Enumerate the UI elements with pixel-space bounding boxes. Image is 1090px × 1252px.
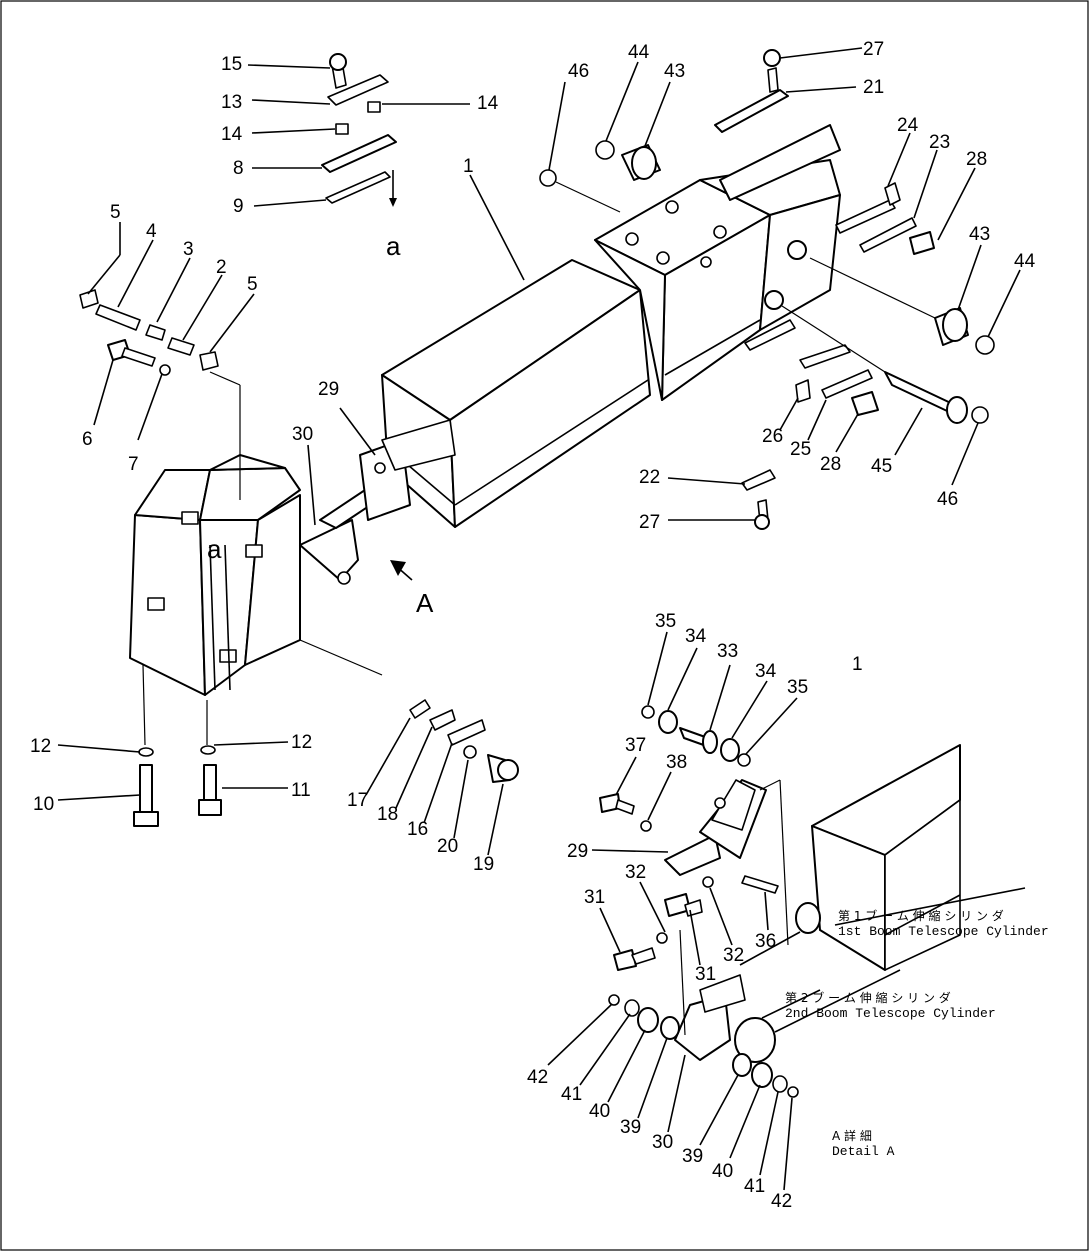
callout-35-right: 35: [787, 677, 808, 698]
callout-34-right: 34: [755, 661, 777, 682]
boom-base-bracket: [129, 454, 301, 696]
callout-22: 22: [639, 467, 660, 488]
callout-5-right: 5: [247, 274, 258, 295]
detail-a-jp-label: A 詳 細: [832, 1128, 872, 1143]
cylinder-2-jp-label: 第 2 ブ ー ム 伸 縮 シ リ ン ダ: [785, 990, 951, 1005]
boom-head-block: [594, 124, 841, 401]
callout-1-main: 1: [463, 156, 474, 177]
slide-pad-stack-lower: [299, 639, 519, 783]
callout-31-upper: 31: [584, 887, 605, 908]
callout-16: 16: [407, 819, 428, 840]
callout-45: 45: [871, 456, 892, 477]
callout-13: 13: [221, 92, 242, 113]
callout-21: 21: [863, 77, 884, 98]
callout-32-upper: 32: [625, 862, 646, 883]
callout-27-top: 27: [863, 39, 884, 60]
cylinder-1-en-label: 1st Boom Telescope Cylinder: [838, 924, 1049, 939]
callout-14-left: 14: [221, 124, 243, 145]
callout-35-left: 35: [655, 611, 676, 632]
callout-41-right: 41: [744, 1176, 765, 1197]
callout-15: 15: [221, 54, 242, 75]
callout-32-lower: 32: [723, 945, 744, 966]
label-a-upper: a: [386, 231, 401, 261]
callout-38: 38: [666, 752, 687, 773]
callout-19: 19: [473, 854, 494, 875]
bracket-pin-set: [79, 289, 241, 500]
callout-44-right: 44: [1014, 251, 1036, 272]
label-A-arrow: A: [416, 588, 434, 618]
callout-46-right: 46: [937, 489, 958, 510]
callout-46-top: 46: [568, 61, 589, 82]
callout-12-left: 12: [30, 736, 51, 757]
detail-a-boom-section: [811, 744, 961, 971]
slide-pad-stack-upper: [321, 53, 397, 207]
callout-43-top: 43: [664, 61, 685, 82]
callout-2: 2: [216, 257, 227, 278]
callout-8: 8: [233, 158, 244, 179]
detail-a-cylinder-heads: [734, 887, 1026, 1063]
callout-34-left: 34: [685, 626, 707, 647]
callout-40-left: 40: [589, 1101, 610, 1122]
annotation-text: 第 1 ブ ー ム 伸 縮 シ リ ン ダ 1st Boom Telescope…: [785, 908, 1049, 1159]
callout-27-bottom: 27: [639, 512, 660, 533]
label-a-lower: a: [207, 534, 222, 564]
callout-1-detail: 1: [852, 654, 863, 675]
detail-a-mount-lower: [674, 929, 746, 1061]
callout-24: 24: [897, 115, 919, 136]
callout-29-main: 29: [318, 379, 339, 400]
callout-11: 11: [291, 780, 311, 801]
callout-5-left: 5: [110, 202, 121, 223]
callout-labels: 15 13 14 14 8 9 a 5 4 3 2 5 6 7 1 46 44 …: [30, 39, 1036, 1212]
callout-17: 17: [347, 790, 368, 811]
callout-37: 37: [625, 735, 646, 756]
callout-36: 36: [755, 931, 776, 952]
slide-pad-stack-right: [714, 49, 935, 530]
callout-6: 6: [82, 429, 93, 450]
callout-26: 26: [762, 426, 783, 447]
pin-and-collar-set: [539, 140, 995, 424]
callout-44-top: 44: [628, 42, 650, 63]
callout-43-right: 43: [969, 224, 990, 245]
detail-a-en-label: Detail A: [832, 1144, 895, 1159]
detail-a-hardware: [599, 705, 799, 1098]
callout-10: 10: [33, 794, 54, 815]
callout-14-right: 14: [477, 93, 499, 114]
callout-42-left: 42: [527, 1067, 548, 1088]
callout-28-top: 28: [966, 149, 987, 170]
leader-lines: [57, 47, 1021, 1191]
callout-28-bottom: 28: [820, 454, 841, 475]
callout-29-detail: 29: [567, 841, 588, 862]
callout-30-detail: 30: [652, 1132, 673, 1153]
callout-31-lower: 31: [695, 964, 716, 985]
callout-18: 18: [377, 804, 398, 825]
detail-a-arrow: [390, 560, 413, 581]
callout-30-main: 30: [292, 424, 313, 445]
callout-40-right: 40: [712, 1161, 733, 1182]
detail-a-mount-upper: [664, 779, 789, 946]
callout-39-left: 39: [620, 1117, 641, 1138]
boom-main-body: [381, 259, 651, 528]
bracket-bolts-lower: [133, 664, 222, 827]
callout-4: 4: [146, 221, 157, 242]
cylinder-1-jp-label: 第 1 ブ ー ム 伸 縮 シ リ ン ダ: [838, 908, 1004, 923]
cylinder-2-en-label: 2nd Boom Telescope Cylinder: [785, 1006, 996, 1021]
cylinder-mount-main: [299, 419, 456, 585]
callout-9: 9: [233, 196, 244, 217]
callout-25: 25: [790, 439, 811, 460]
callout-12-right: 12: [291, 732, 312, 753]
callout-41-left: 41: [561, 1084, 582, 1105]
callout-42-right: 42: [771, 1191, 792, 1212]
callout-33: 33: [717, 641, 738, 662]
callout-7: 7: [128, 454, 139, 475]
callout-20: 20: [437, 836, 458, 857]
callout-39-right: 39: [682, 1146, 703, 1167]
callout-3: 3: [183, 239, 194, 260]
callout-23: 23: [929, 132, 950, 153]
